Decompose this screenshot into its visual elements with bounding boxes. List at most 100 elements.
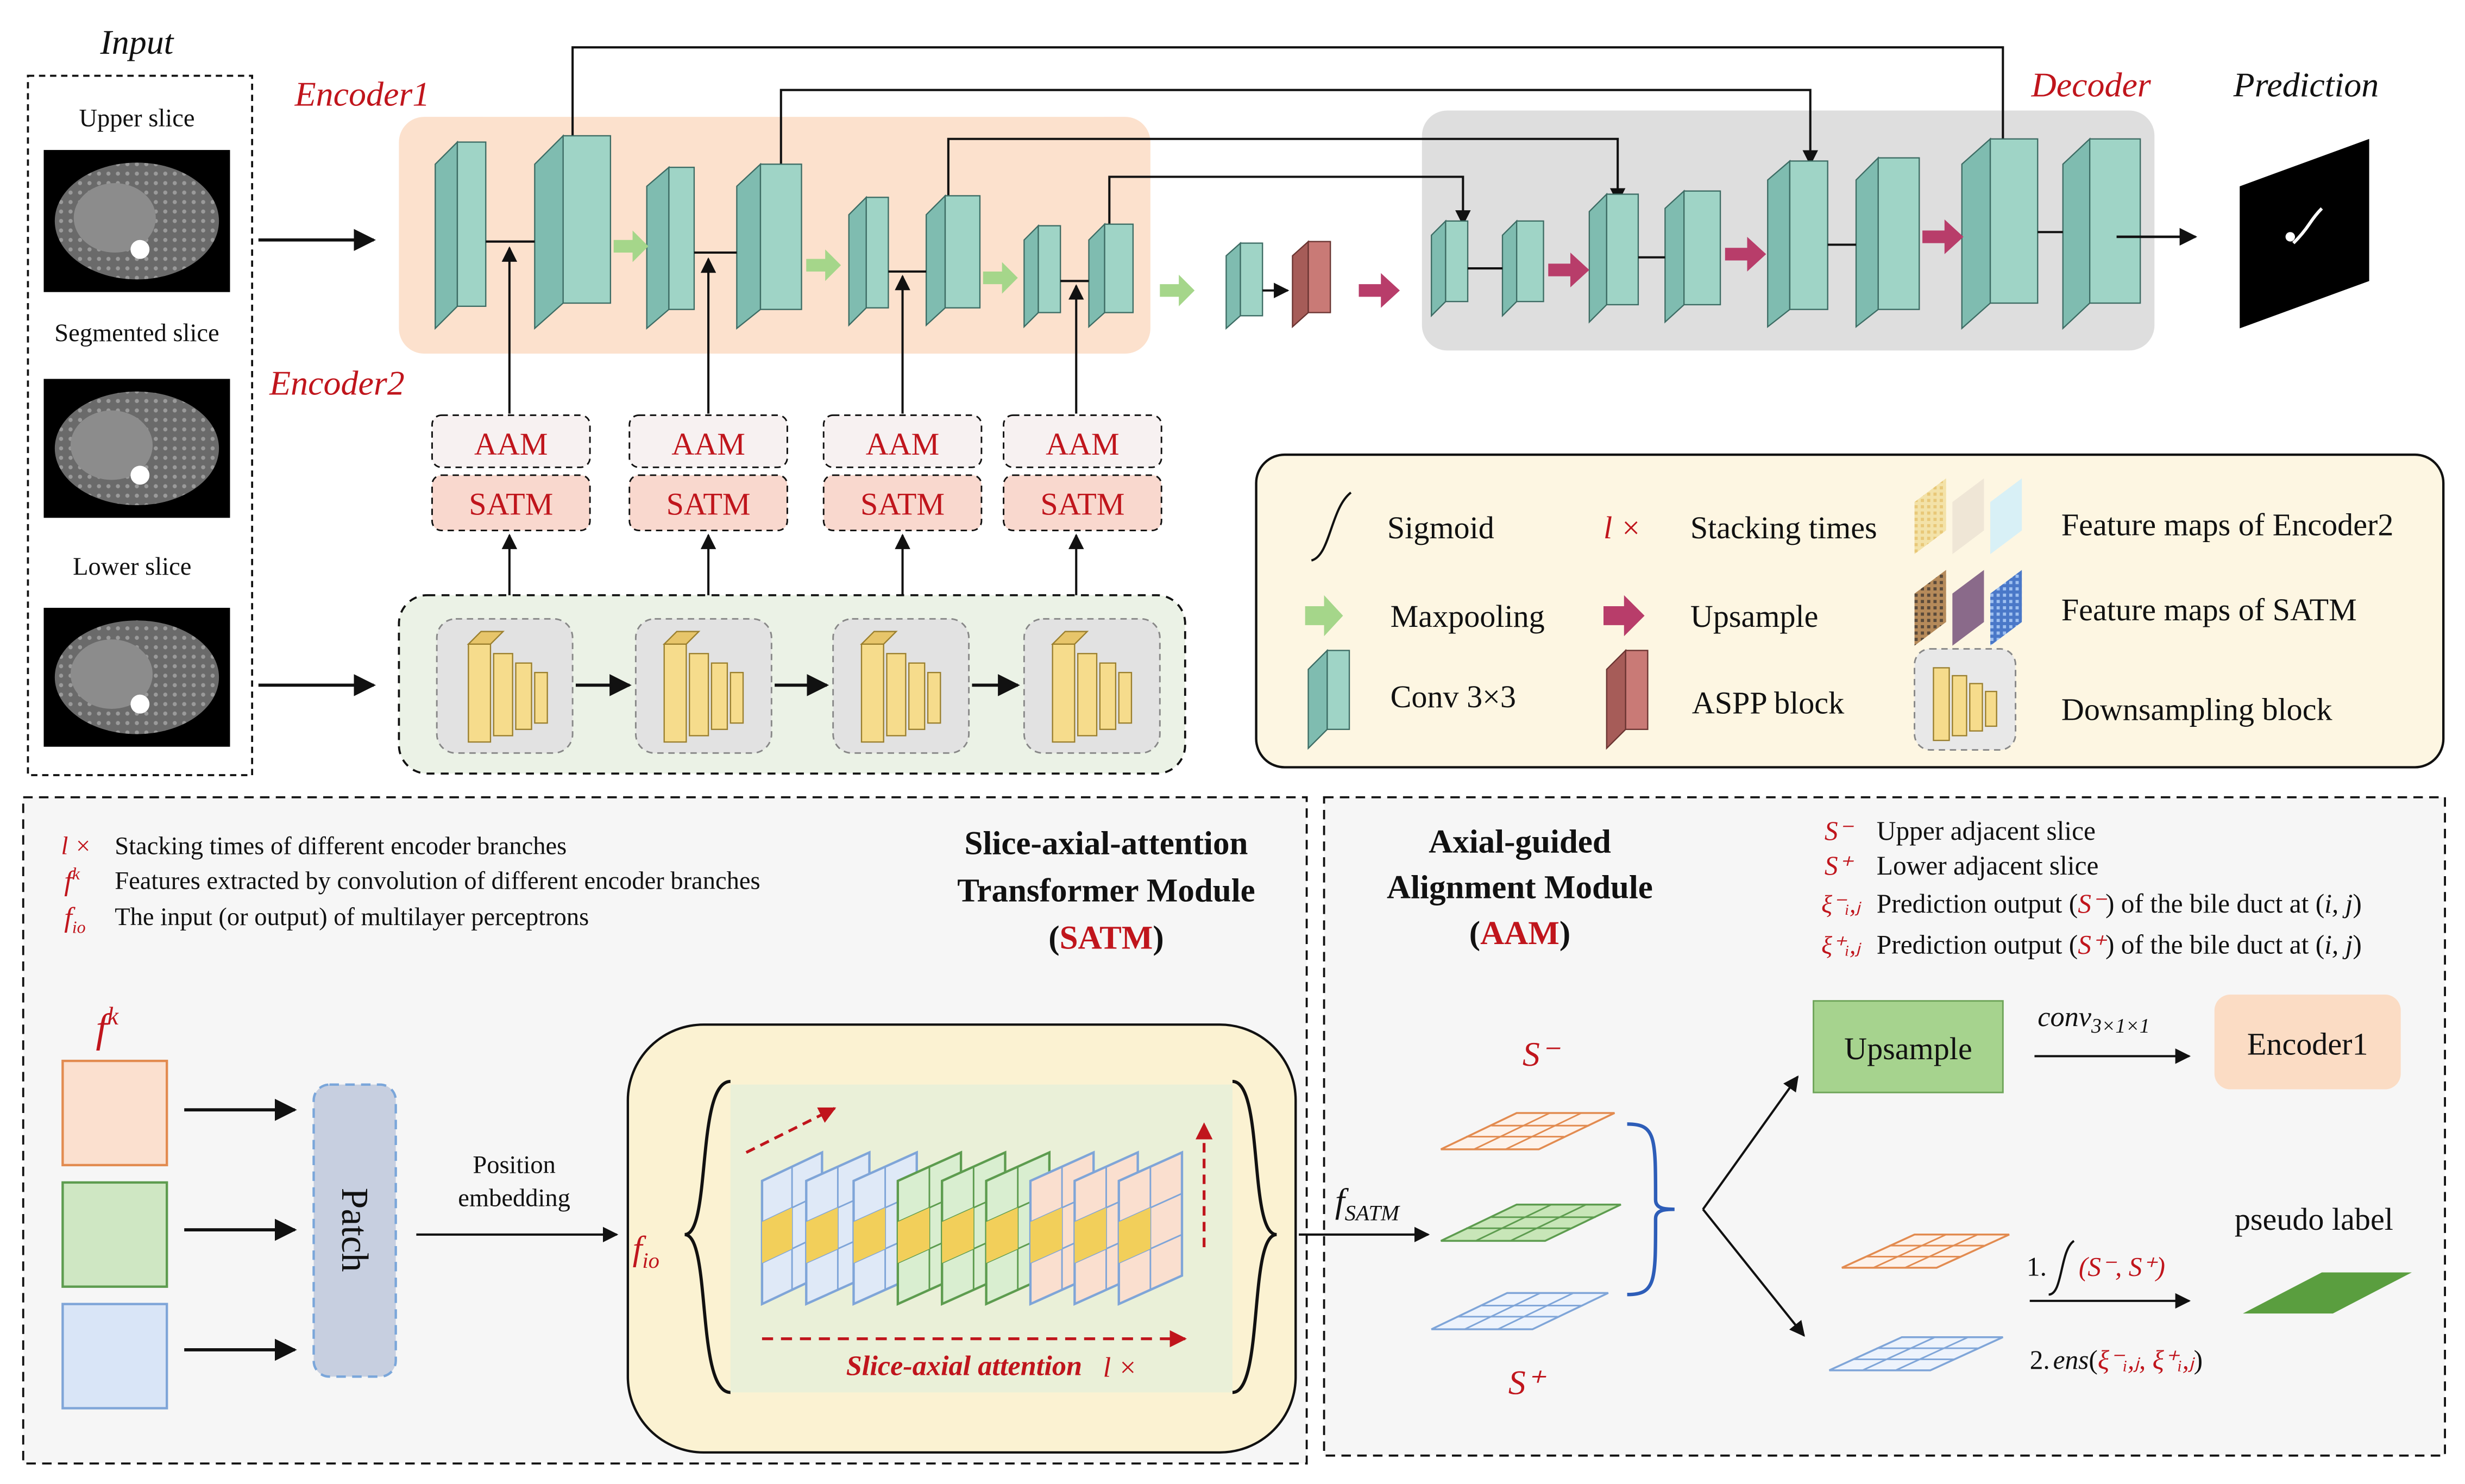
aam-satm-column-3: AAM SATM bbox=[822, 274, 983, 608]
def-xi-plus-text: Prediction output (S⁺) of the bile duct … bbox=[1877, 929, 2362, 959]
skip-connections bbox=[571, 46, 2011, 234]
legend-feat-enc2: Feature maps of Encoder2 bbox=[2061, 507, 2394, 542]
conv-block bbox=[1855, 156, 1920, 329]
encoder1-target-label: Encoder1 bbox=[2247, 1026, 2368, 1061]
step1-args: (S⁻, S⁺) bbox=[2079, 1252, 2165, 1281]
aam-title-line1: Axial-guided bbox=[1429, 823, 1611, 860]
conv-block bbox=[1588, 192, 1639, 324]
position-embedding-line1: Position bbox=[473, 1151, 555, 1179]
step2-text: 2.ens(ξ⁻ᵢ,ⱼ, ξ⁺ᵢ,ⱼ) bbox=[2030, 1345, 2203, 1375]
satm-box bbox=[822, 474, 983, 531]
conv-legend-icon bbox=[1307, 649, 1350, 750]
bottleneck bbox=[1225, 240, 1331, 330]
grouping-brace bbox=[1627, 1122, 1675, 1297]
encoder1-title: Encoder1 bbox=[294, 75, 430, 114]
downsampling-block bbox=[634, 618, 772, 754]
satm-title-line1: Slice-axial-attention bbox=[965, 825, 1248, 862]
upsample-arrow bbox=[1359, 273, 1400, 308]
upper-ct-image bbox=[43, 150, 230, 292]
s-minus-grid bbox=[1440, 1112, 1615, 1150]
s-plus-grid bbox=[1431, 1292, 1609, 1330]
downsampling-legend-icon bbox=[1914, 648, 2017, 751]
input-title: Input bbox=[99, 23, 174, 61]
legend-upsample: Upsample bbox=[1690, 599, 1819, 634]
legend-stacking: Stacking times bbox=[1690, 510, 1877, 545]
def-s-minus-symbol: S⁻ bbox=[1825, 816, 1854, 846]
upsample-arrow bbox=[1922, 219, 1964, 254]
segmented-slice-label: Segmented slice bbox=[54, 319, 219, 347]
aam-satm-column-1: AAM SATM bbox=[431, 246, 591, 608]
maxpool-arrow bbox=[983, 262, 1018, 294]
slice-plane bbox=[1117, 1150, 1184, 1306]
aam-label: AAM bbox=[1046, 426, 1120, 462]
def-l-symbol: l × bbox=[61, 832, 91, 860]
downsampling-block bbox=[832, 618, 970, 754]
sigmoid-icon bbox=[1311, 492, 1352, 562]
decoder-title: Decoder bbox=[2031, 65, 2152, 104]
input-frame bbox=[27, 74, 254, 776]
upsample-arrows bbox=[1359, 219, 1964, 308]
maxpool-arrows bbox=[613, 230, 1195, 306]
conv-block bbox=[435, 140, 487, 330]
def-xi-minus-text: Prediction output (S⁻) of the bile duct … bbox=[1877, 889, 2362, 919]
middle-green-grid bbox=[1440, 1203, 1621, 1242]
skip-connection-4 bbox=[1108, 175, 1471, 234]
aam-box bbox=[1003, 414, 1162, 468]
def-s-minus-text: Upper adjacent slice bbox=[1877, 816, 2096, 846]
satm-box bbox=[1003, 474, 1162, 531]
slice-axial-attention-label: Slice-axial attention bbox=[846, 1350, 1082, 1381]
satm-title-line3: (SATM) bbox=[1048, 920, 1164, 957]
maxpool-arrow bbox=[613, 230, 649, 262]
downsampling-blocks bbox=[436, 618, 1161, 754]
aam-box bbox=[822, 414, 983, 468]
aam-label: AAM bbox=[671, 426, 745, 462]
pseudo-label-plane bbox=[2243, 1272, 2412, 1314]
upsample-icon bbox=[1603, 595, 1645, 637]
encoder1-blocks bbox=[435, 134, 1134, 330]
aam-title-line2: Alignment Module bbox=[1387, 870, 1653, 906]
aam-box bbox=[431, 414, 591, 468]
segmented-ct-image bbox=[43, 379, 230, 518]
skip-connection-2 bbox=[779, 89, 1818, 166]
conv-block bbox=[1088, 222, 1134, 329]
aam-satm-column-2: AAM SATM bbox=[628, 257, 788, 608]
attention-slices bbox=[760, 1150, 1184, 1306]
step1-sigmoid-icon bbox=[2048, 1240, 2075, 1296]
encoder1-target-block bbox=[2214, 995, 2401, 1090]
branch-arrow-up bbox=[1702, 1075, 1799, 1210]
def-s-plus-text: Lower adjacent slice bbox=[1877, 851, 2099, 881]
conv-block bbox=[1431, 219, 1469, 318]
def-fio-text: The input (or output) of multilayer perc… bbox=[115, 903, 589, 931]
legend-l-times: l × bbox=[1603, 510, 1642, 545]
conv-block bbox=[646, 166, 695, 330]
decoder-blocks bbox=[1431, 137, 2141, 330]
patch-block bbox=[312, 1083, 397, 1378]
legend-downsampling: Downsampling block bbox=[2061, 691, 2333, 727]
satm-label: SATM bbox=[1040, 486, 1124, 521]
blue-grid-small bbox=[1828, 1336, 2004, 1372]
upsample-arrow bbox=[1725, 236, 1766, 272]
conv-block bbox=[736, 162, 802, 330]
aspp-block bbox=[1292, 240, 1309, 329]
conv-block bbox=[1767, 159, 1828, 329]
def-xi-minus-symbol: ξ⁻ᵢ,ⱼ bbox=[1821, 891, 1862, 919]
feature-to-patch-arrows bbox=[184, 1098, 297, 1361]
aam-label: AAM bbox=[866, 426, 940, 462]
skip-connection-1 bbox=[571, 46, 2011, 158]
satm-label: SATM bbox=[666, 486, 751, 521]
conv-block bbox=[534, 134, 612, 330]
conv-block bbox=[925, 194, 981, 327]
orange-grid-small bbox=[1841, 1234, 2010, 1269]
maxpooling-icon bbox=[1305, 595, 1343, 637]
patch-label: Patch bbox=[334, 1188, 375, 1272]
feature-square-green bbox=[61, 1181, 168, 1288]
lower-ct-image bbox=[43, 607, 230, 747]
conv-block bbox=[1501, 219, 1544, 318]
feature-square-blue bbox=[61, 1303, 168, 1410]
downsampling-block bbox=[436, 618, 574, 754]
legend-feat-satm: Feature maps of SATM bbox=[2061, 592, 2357, 627]
left-brace bbox=[684, 1079, 731, 1394]
encoder1-connectors bbox=[486, 240, 1089, 282]
